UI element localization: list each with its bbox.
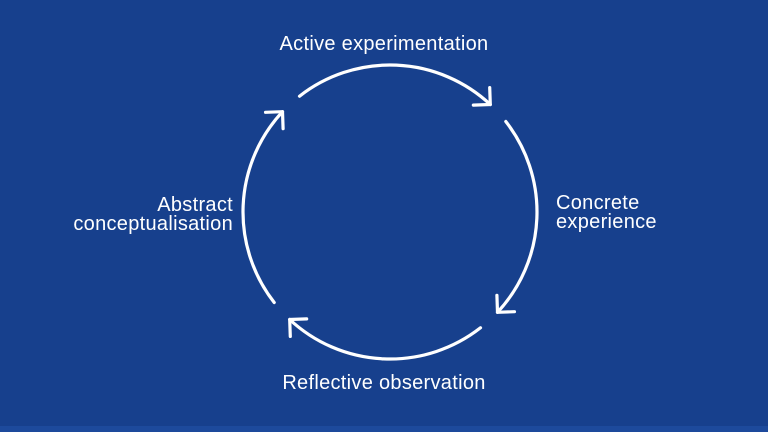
cycle-arc-left: [241, 110, 285, 305]
stage-label-line: conceptualisation: [73, 213, 233, 235]
stage-label-line: experience: [556, 211, 657, 233]
stage-label-concrete-experience: Concrete experience: [556, 192, 657, 233]
stage-label-reflective-observation: Reflective observation: [282, 372, 486, 394]
stage-label-abstract-conceptualisation: Abstract conceptualisation: [0, 194, 233, 235]
stage-label-line: Abstract: [157, 194, 233, 216]
stage-label-line: Concrete: [556, 192, 640, 214]
bottom-edge-bar: [0, 426, 768, 432]
cycle-arc-right: [495, 119, 539, 314]
cycle-arc-top: [297, 63, 492, 107]
cycle-arc-bottom: [288, 317, 483, 361]
stage-label-active-experimentation: Active experimentation: [279, 33, 489, 55]
